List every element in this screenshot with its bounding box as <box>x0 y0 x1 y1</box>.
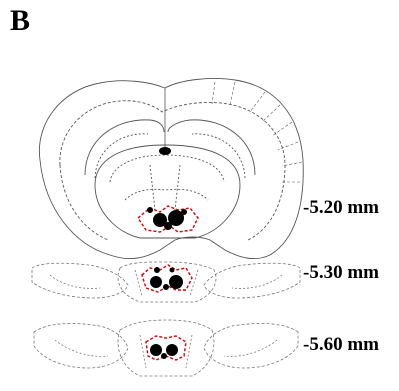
section-530 <box>32 262 300 302</box>
level-label-530: -5.30 mm <box>303 262 379 284</box>
section-560-lesion-left <box>150 344 162 356</box>
section-560 <box>34 320 298 376</box>
section-560-lesion-right <box>166 344 178 356</box>
section-520-dorsal-spot <box>159 147 171 155</box>
section-560-right-outline <box>204 324 298 368</box>
section-520-outer-outline <box>39 78 303 258</box>
section-560-left-outline <box>34 324 128 368</box>
section-560-center <box>118 320 214 376</box>
section-530-right-outline <box>204 263 300 298</box>
level-label-560: -5.60 mm <box>303 334 379 356</box>
section-520 <box>39 78 303 258</box>
level-label-520: -5.20 mm <box>303 197 379 219</box>
section-520-hippocampus-left <box>85 120 164 175</box>
section-530-center <box>118 262 216 302</box>
section-530-left-outline <box>32 263 128 298</box>
section-530-lesion-right <box>169 275 183 289</box>
section-520-hippocampus-right <box>168 120 255 175</box>
section-530-lesion-left <box>150 276 162 288</box>
